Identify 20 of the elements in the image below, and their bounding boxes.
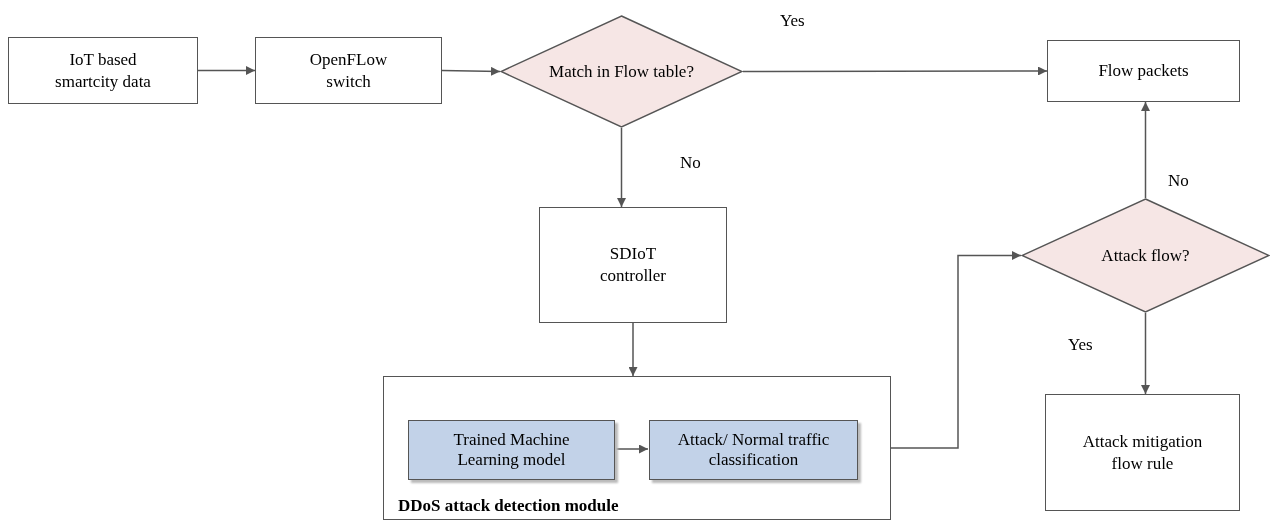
arrow [197,66,256,75]
arrow [742,66,1048,76]
process-box: Attack mitigation flow rule [1045,394,1240,511]
decision-text: Match in Flow table? [549,60,694,83]
arrow [613,444,649,454]
arrow [628,322,638,377]
process-box: OpenFLow switch [255,37,442,104]
process-box: IoT based smartcity data [8,37,198,104]
arrow [617,127,626,208]
arrow [441,66,501,76]
arrow [1141,101,1150,199]
module-box [383,376,891,520]
process-box: Trained Machine Learning model [408,420,615,480]
process-box: Attack/ Normal traffic classification [649,420,858,480]
arrow [1141,312,1150,395]
process-box: SDIoT controller [539,207,727,323]
process-box: Flow packets [1047,40,1240,102]
arrow [890,251,1022,449]
module-heading: DDoS attack detection module [398,494,619,517]
decision-text: Attack flow? [1101,244,1190,267]
